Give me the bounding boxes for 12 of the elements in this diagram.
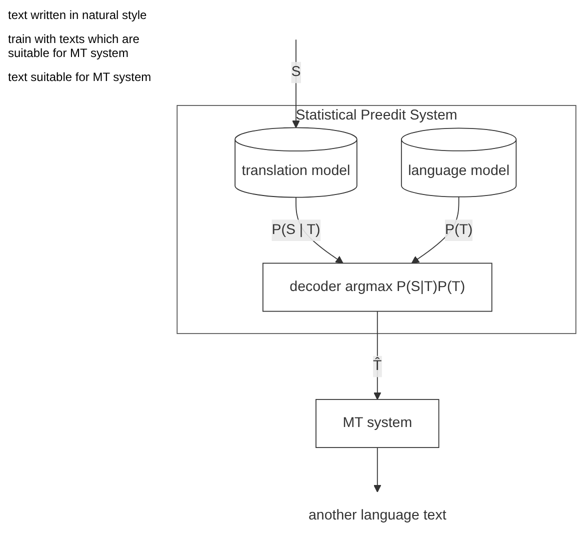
node-box: MT system — [316, 399, 440, 448]
note-text: train with texts which are suitable for MT system — [8, 32, 140, 60]
edge-label: P(S | T) — [272, 222, 320, 238]
node-text: another language text — [308, 508, 446, 524]
edge-label: S — [291, 64, 301, 80]
note-text: text suitable for MT system — [8, 70, 152, 84]
node-box: decoder argmax P(S|T)P(T) — [262, 262, 492, 312]
note-text: text written in natural style — [8, 8, 148, 22]
edge-label: T̂ — [373, 358, 382, 374]
arrow — [373, 447, 382, 492]
arrow — [292, 39, 300, 128]
edge-label: P(T) — [444, 222, 473, 238]
